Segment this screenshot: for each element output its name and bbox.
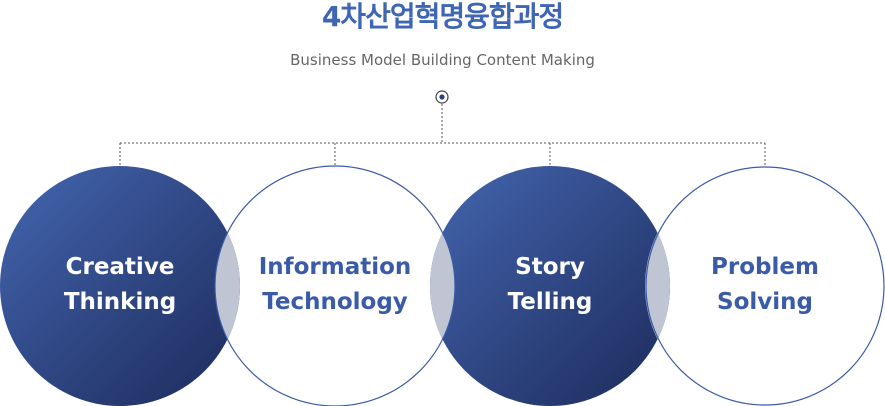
circle-2-label-line1: Information (259, 254, 412, 280)
circle-4-label-line1: Problem (711, 254, 819, 280)
circle-1-label-line2: Thinking (64, 289, 176, 315)
circle-3-label-line1: Story (515, 254, 585, 280)
circle-creative-thinking (0, 166, 240, 406)
connector-lines (119, 104, 766, 166)
circle-4-label-line2: Solving (717, 289, 813, 315)
circle-story-telling (430, 166, 670, 406)
circle-3-label-line2: Telling (508, 289, 593, 315)
circle-information-technology (214, 165, 456, 406)
overlap-lens-1 (215, 166, 240, 406)
hub-target-icon (435, 90, 449, 104)
overlap-lens-2b (430, 166, 455, 406)
circle-2-label-line2: Technology (262, 289, 408, 315)
page-title: 4차산업혁명융합과정 (321, 0, 564, 33)
page-subtitle: Business Model Building Content Making (290, 51, 595, 69)
circle-1-label-line1: Creative (66, 254, 175, 280)
circle-problem-solving (645, 166, 885, 406)
